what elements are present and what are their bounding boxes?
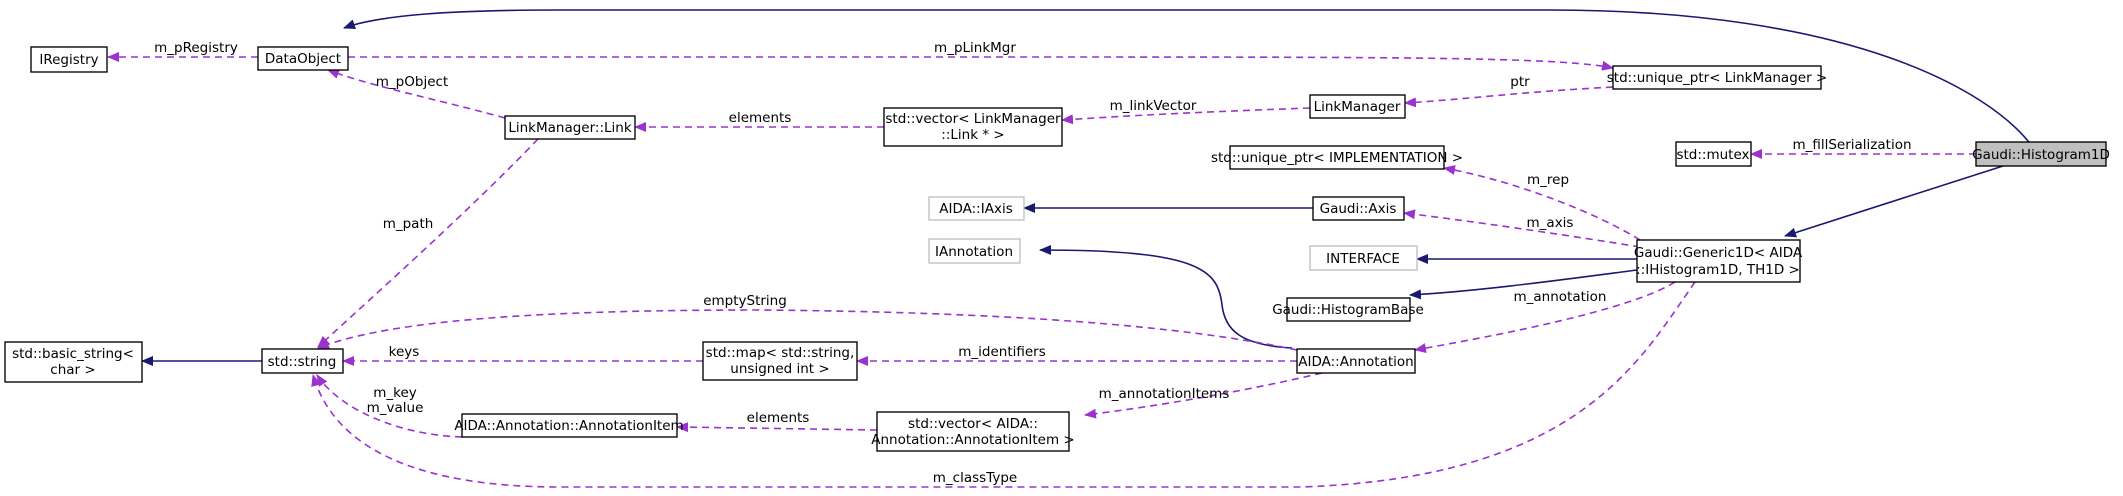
edge-vector-link-to-link: elements xyxy=(634,110,884,132)
node-gaudi-histogram1d[interactable]: Gaudi::Histogram1D xyxy=(1972,141,2110,167)
node-vector-linkmanager-link[interactable]: std::vector< LinkManager ::Link * > xyxy=(883,107,1063,147)
edge-dataobject-to-unique-linkmgr: m_pLinkMgr xyxy=(348,40,1614,71)
node-dataobject[interactable]: DataObject xyxy=(257,46,349,71)
edge-label-elements-link: elements xyxy=(729,110,792,126)
svg-text:AIDA::IAxis: AIDA::IAxis xyxy=(939,201,1012,217)
svg-text:LinkManager: LinkManager xyxy=(1314,99,1401,115)
svg-text:IAnnotation: IAnnotation xyxy=(935,244,1013,260)
svg-text:unsigned int >: unsigned int > xyxy=(730,361,829,377)
svg-text:LinkManager::Link: LinkManager::Link xyxy=(508,120,632,136)
node-linkmanager-link[interactable]: LinkManager::Link xyxy=(504,115,636,140)
edge-label-keys: keys xyxy=(389,344,420,360)
node-aida-iaxis[interactable]: AIDA::IAxis xyxy=(928,196,1025,221)
edge-unique-linkmgr-to-linkmanager: ptr xyxy=(1404,74,1614,108)
edge-label-ptr: ptr xyxy=(1510,74,1530,90)
edge-label-elements-item: elements xyxy=(747,410,810,426)
edge-vector-item-to-annoitem: elements xyxy=(676,410,878,433)
edge-label-m-annotation: m_annotation xyxy=(1514,289,1607,305)
svg-text:Gaudi::Axis: Gaudi::Axis xyxy=(1320,201,1397,217)
edge-annotation-to-string-emptystring: emptyString xyxy=(317,293,1298,351)
edge-histogram1d-to-generic1d xyxy=(1784,165,2004,238)
node-gaudi-histogrambase[interactable]: Gaudi::HistogramBase xyxy=(1272,297,1424,322)
node-annotation-item[interactable]: AIDA::Annotation::AnnotationItem xyxy=(454,413,684,438)
edge-annotation-to-map: m_identifiers xyxy=(856,344,1297,366)
edge-label-m-axis: m_axis xyxy=(1527,215,1574,231)
node-std-string[interactable]: std::string xyxy=(261,348,344,374)
edge-generic1d-to-annotation: m_annotation xyxy=(1414,281,1676,354)
edge-label-m-linkvector: m_linkVector xyxy=(1110,98,1197,114)
svg-text:std::basic_string<: std::basic_string< xyxy=(12,346,134,362)
node-gaudi-generic1d[interactable]: Gaudi::Generic1D< AIDA ::IHistogram1D, T… xyxy=(1634,239,1803,283)
edge-label-emptystring: emptyString xyxy=(703,293,787,309)
edge-generic1d-to-string-classtype: m_classType xyxy=(311,281,1696,488)
edge-label-m-plinkmgr: m_pLinkMgr xyxy=(934,40,1016,56)
edge-link-to-string: m_path xyxy=(317,138,539,348)
node-gaudi-axis[interactable]: Gaudi::Axis xyxy=(1312,196,1405,221)
node-std-map[interactable]: std::map< std::string, unsigned int > xyxy=(702,341,858,381)
edge-dataobject-to-iregistry: m_pRegistry xyxy=(107,40,258,62)
svg-text:DataObject: DataObject xyxy=(265,51,341,67)
svg-text:std::vector< LinkManager: std::vector< LinkManager xyxy=(885,111,1061,127)
svg-text:Gaudi::Generic1D< AIDA: Gaudi::Generic1D< AIDA xyxy=(1634,245,1803,261)
edge-histogram1d-to-dataobject xyxy=(343,9,2033,147)
edge-annotation-to-iannotation xyxy=(1039,245,1293,349)
edge-generic1d-to-histbase xyxy=(1409,269,1638,300)
edge-label-m-rep: m_rep xyxy=(1527,172,1569,188)
edge-label-m-annotationitems: m_annotationItems xyxy=(1099,386,1230,402)
svg-text:Annotation::AnnotationItem >: Annotation::AnnotationItem > xyxy=(871,432,1075,448)
svg-text:std::unique_ptr< IMPLEMENTATIO: std::unique_ptr< IMPLEMENTATION > xyxy=(1211,150,1463,166)
edge-map-to-string: keys xyxy=(342,344,703,366)
edge-histogram1d-to-mutex: m_fillSerialization xyxy=(1750,137,1976,159)
svg-text:Gaudi::Histogram1D: Gaudi::Histogram1D xyxy=(1972,147,2110,163)
svg-text:std::vector< AIDA::: std::vector< AIDA:: xyxy=(908,416,1038,432)
svg-text:IRegistry: IRegistry xyxy=(39,52,98,68)
node-std-mutex[interactable]: std::mutex xyxy=(1675,141,1752,167)
edge-label-m-pobject: m_pObject xyxy=(376,74,448,90)
edge-annotation-to-vector-item: m_annotationItems xyxy=(1084,372,1323,419)
node-aida-annotation[interactable]: AIDA::Annotation xyxy=(1296,348,1416,374)
svg-text:std::unique_ptr< LinkManager >: std::unique_ptr< LinkManager > xyxy=(1607,70,1827,86)
edge-label-m-value: m_value xyxy=(367,400,424,416)
svg-text:std::string: std::string xyxy=(268,354,337,370)
edge-annoitem-to-string: m_key m_value xyxy=(316,374,463,438)
svg-text:::IHistogram1D, TH1D >: ::IHistogram1D, TH1D > xyxy=(1636,262,1800,278)
edge-label-m-identifiers: m_identifiers xyxy=(958,344,1046,360)
svg-text:INTERFACE: INTERFACE xyxy=(1326,251,1400,267)
node-iregistry[interactable]: IRegistry xyxy=(30,46,108,73)
svg-text:AIDA::Annotation::AnnotationIt: AIDA::Annotation::AnnotationItem xyxy=(454,418,683,434)
edge-link-to-dataobject: m_pObject xyxy=(327,69,506,119)
edge-label-m-fillserialization: m_fillSerialization xyxy=(1792,137,1911,153)
svg-text:::Link * >: ::Link * > xyxy=(941,127,1004,143)
edge-label-m-pregistry: m_pRegistry xyxy=(154,40,238,56)
node-interface[interactable]: INTERFACE xyxy=(1309,245,1418,271)
node-vector-annotation-item[interactable]: std::vector< AIDA:: Annotation::Annotati… xyxy=(871,411,1075,452)
edge-generic1d-to-axis: m_axis xyxy=(1403,209,1641,248)
svg-text:char >: char > xyxy=(50,362,95,378)
svg-text:std::map< std::string,: std::map< std::string, xyxy=(706,345,855,361)
node-iannotation[interactable]: IAnnotation xyxy=(928,238,1021,264)
node-linkmanager[interactable]: LinkManager xyxy=(1309,94,1406,119)
edge-generic1d-to-unique-impl: m_rep xyxy=(1443,165,1641,241)
node-std-basic-string[interactable]: std::basic_string< char > xyxy=(4,341,143,383)
node-unique-ptr-implementation[interactable]: std::unique_ptr< IMPLEMENTATION > xyxy=(1211,145,1463,170)
svg-text:AIDA::Annotation: AIDA::Annotation xyxy=(1298,354,1414,370)
svg-text:Gaudi::HistogramBase: Gaudi::HistogramBase xyxy=(1272,302,1424,318)
edge-label-m-key: m_key xyxy=(373,385,417,401)
node-unique-ptr-linkmanager[interactable]: std::unique_ptr< LinkManager > xyxy=(1607,65,1827,90)
svg-text:std::mutex: std::mutex xyxy=(1676,147,1749,163)
edge-label-m-path: m_path xyxy=(383,216,434,232)
edge-linkmanager-to-vector-link: m_linkVector xyxy=(1061,98,1311,125)
edge-label-m-classtype: m_classType xyxy=(933,470,1017,486)
